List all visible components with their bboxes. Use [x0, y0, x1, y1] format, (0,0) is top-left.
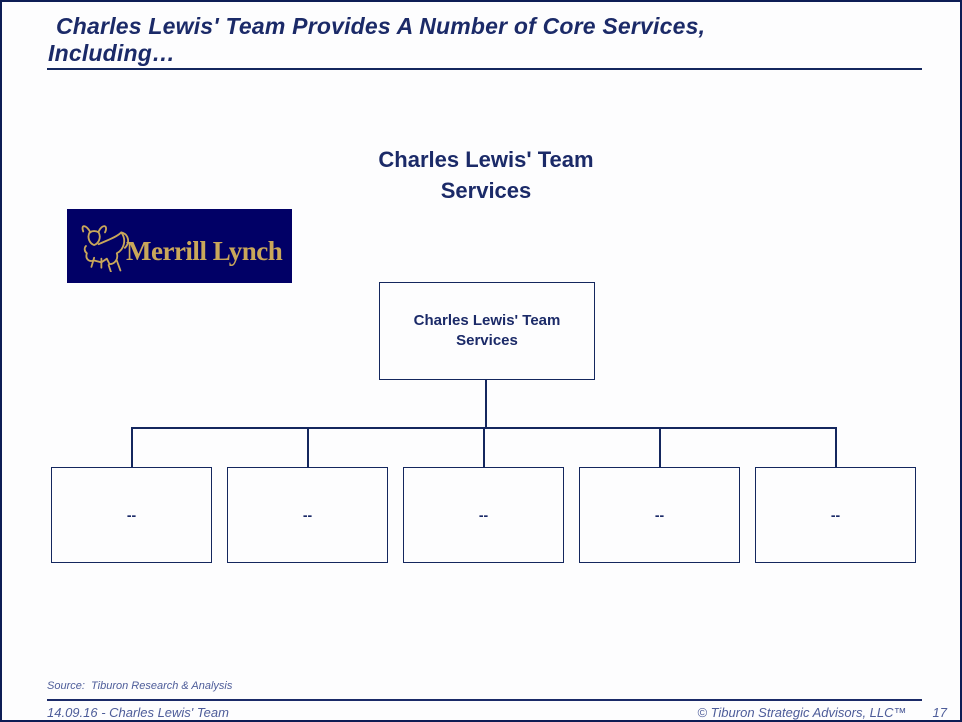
diagram-heading-line-1: Charles Lewis' Team	[378, 147, 594, 172]
footer-right-group: © Tiburon Strategic Advisors, LLC™ 17	[697, 705, 947, 720]
connector-drop-2	[307, 427, 309, 467]
root-node-label-line-2: Services	[456, 332, 518, 349]
org-chart-child-node-4: --	[579, 467, 740, 563]
diagram-heading: Charles Lewis' Team Services	[2, 144, 960, 206]
footer-page-number: 17	[932, 705, 947, 720]
org-chart-child-node-3: --	[403, 467, 564, 563]
org-chart-root-node: Charles Lewis' Team Services	[379, 282, 595, 380]
connector-drop-5	[835, 427, 837, 467]
slide-title: Charles Lewis' Team Provides A Number of…	[48, 13, 705, 67]
connector-drop-4	[659, 427, 661, 467]
connector-drop-1	[131, 427, 133, 467]
footer-date-title: 14.09.16 - Charles Lewis' Team	[47, 705, 229, 720]
footer-copyright: © Tiburon Strategic Advisors, LLC™	[697, 705, 907, 720]
bull-icon	[81, 225, 129, 272]
title-underline	[47, 68, 922, 70]
merrill-lynch-logo: Merrill Lynch	[67, 209, 292, 283]
child-node-label: --	[478, 507, 489, 523]
org-chart-child-node-1: --	[51, 467, 212, 563]
source-note: Source: Tiburon Research & Analysis	[47, 680, 233, 692]
connector-root-vertical	[485, 380, 487, 427]
child-node-label: --	[302, 507, 313, 523]
diagram-heading-line-2: Services	[440, 178, 532, 203]
merrill-lynch-wordmark: Merrill Lynch	[126, 235, 283, 266]
child-node-label: --	[830, 507, 841, 523]
child-node-label: --	[126, 507, 137, 523]
connector-drop-3	[483, 427, 485, 467]
org-chart-child-node-5: --	[755, 467, 916, 563]
root-node-label-line-1: Charles Lewis' Team	[413, 312, 561, 329]
child-node-label: --	[654, 507, 665, 523]
slide-title-line-1: Charles Lewis' Team Provides A Number of…	[56, 13, 706, 39]
slide-title-line-2: Including…	[48, 40, 176, 66]
footer-divider	[47, 699, 922, 701]
org-chart-child-node-2: --	[227, 467, 388, 563]
